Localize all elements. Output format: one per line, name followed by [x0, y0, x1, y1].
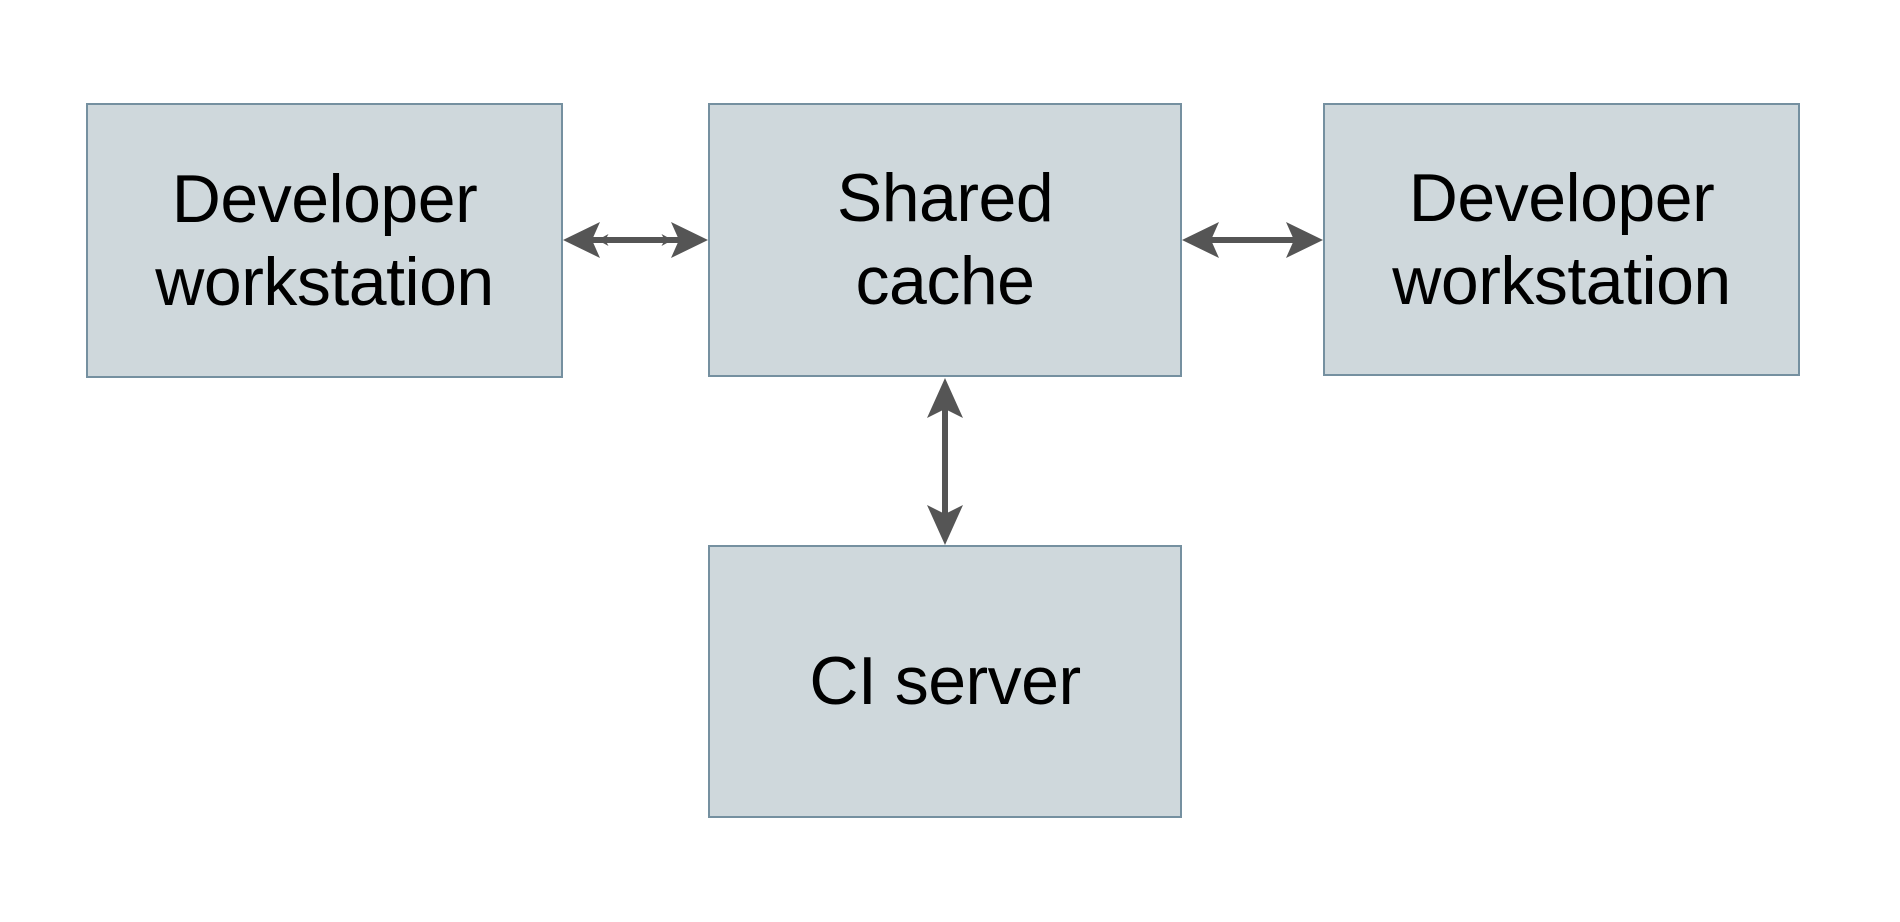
- node-developer-workstation-left[interactable]: Developer workstation: [86, 103, 563, 378]
- node-label: Developer workstation: [1392, 159, 1731, 319]
- edge-shared-dev-right: [1182, 222, 1323, 258]
- node-label: CI server: [809, 643, 1081, 719]
- node-shared-cache[interactable]: Shared cache: [708, 103, 1182, 377]
- edge-shared-ci: [927, 378, 963, 545]
- node-ci-server[interactable]: CI server: [708, 545, 1182, 818]
- edge-dev-left-shared: [563, 222, 708, 258]
- node-label: Shared cache: [836, 160, 1054, 319]
- node-label: Developer workstation: [155, 160, 494, 320]
- node-developer-workstation-right[interactable]: Developer workstation: [1323, 103, 1800, 376]
